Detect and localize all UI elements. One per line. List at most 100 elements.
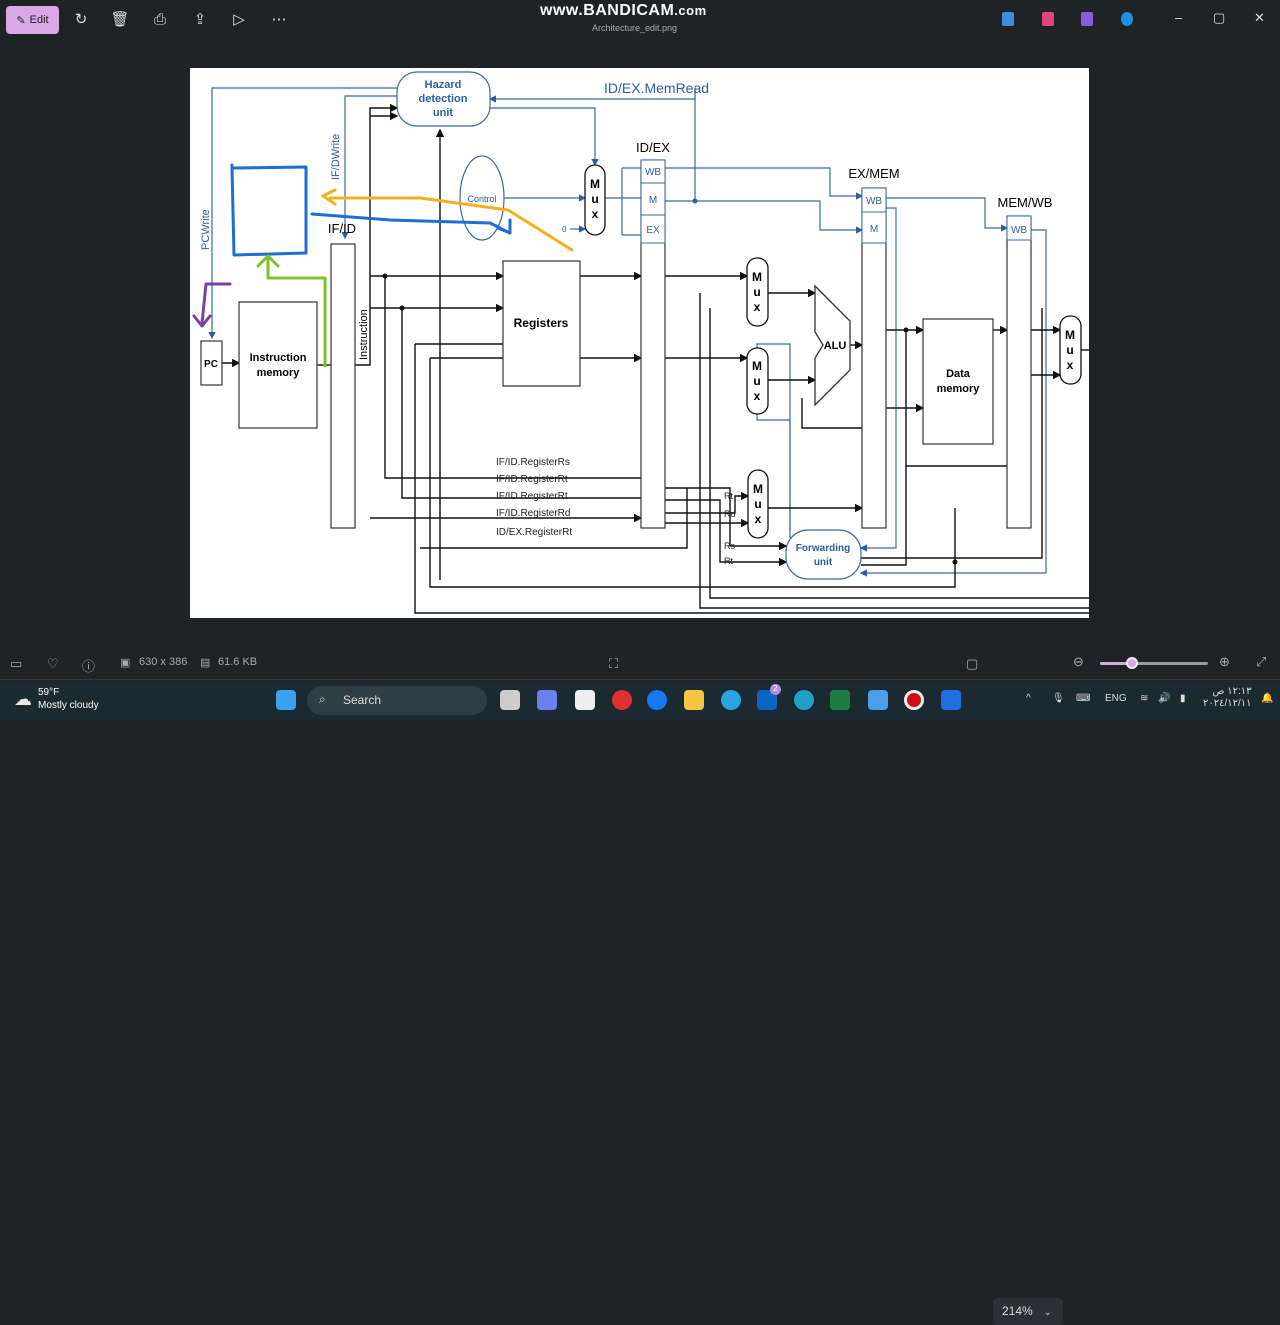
svg-text:M: M (870, 224, 878, 235)
svg-text:WB: WB (645, 167, 661, 178)
start-windows-icon[interactable] (276, 690, 296, 710)
svg-text:Registers: Registers (514, 316, 569, 330)
control-label: Control (467, 194, 496, 204)
app-icon[interactable] (1042, 12, 1054, 26)
edit-icon: ✎ (16, 14, 26, 27)
onedrive-icon[interactable] (1121, 12, 1133, 26)
svg-text:memory: memory (257, 367, 301, 379)
battery-icon[interactable]: ▮ (1180, 693, 1186, 704)
edit-button[interactable]: ✎Edit (6, 6, 59, 34)
svg-text:unit: unit (814, 557, 833, 568)
app-icon[interactable] (1002, 12, 1014, 26)
rt-label: Rt (724, 556, 733, 566)
excel-icon[interactable] (830, 690, 850, 710)
alu: ALU (814, 284, 851, 407)
control-unit (459, 155, 505, 241)
rotate-icon[interactable]: ↻ (74, 11, 88, 28)
svg-text:EX: EX (646, 225, 660, 236)
language-indicator[interactable]: ENG (1105, 693, 1127, 704)
telegram-icon[interactable] (721, 690, 741, 710)
notification-bell-icon[interactable]: 🔔 (1261, 693, 1274, 704)
writeback-mux: M u x (1059, 315, 1082, 385)
svg-text:x: x (1067, 358, 1074, 372)
linkedin-icon[interactable]: 2 (757, 684, 781, 710)
minimize-button[interactable]: – (1175, 10, 1183, 25)
copilot-icon[interactable] (537, 690, 557, 710)
youtube-icon[interactable] (612, 690, 632, 710)
weather-text: Mostly cloudy (38, 700, 99, 711)
app-icon[interactable] (1081, 12, 1093, 26)
regdst-mux: M u x (747, 469, 769, 539)
svg-text:Data: Data (946, 368, 971, 380)
pcwrite-label: PCWrite (200, 209, 212, 250)
facebook-icon[interactable] (647, 690, 667, 710)
svg-text:M: M (590, 177, 600, 191)
favorite-heart-icon[interactable]: ♡ (47, 656, 59, 671)
search-box[interactable]: ⌕Search (307, 686, 487, 715)
zoom-level-dropdown[interactable]: 214% ⌄ (993, 1298, 1063, 1325)
svg-text:EX/MEM: EX/MEM (848, 166, 899, 181)
registers-block: Registers (502, 260, 581, 387)
store-icon[interactable] (575, 690, 595, 710)
app-icon[interactable] (941, 690, 961, 710)
junction-dots (382, 273, 958, 565)
status-bar: ▭ ♡ ⓘ ▣ 630 x 386 ▤ 61.6 KB ⛶ ▢ 214% ⌄ ⊖… (0, 648, 1280, 1325)
edge-icon[interactable] (794, 690, 814, 710)
svg-text:x: x (754, 300, 761, 314)
svg-text:M: M (753, 482, 763, 496)
image-canvas: Hazard detection unit ID/EX.MemRead IF/D… (190, 68, 1089, 618)
volume-icon[interactable]: 🔊 (1158, 693, 1171, 704)
crop-select-icon[interactable]: ⛶ (609, 656, 619, 671)
task-view-icon[interactable] (500, 690, 520, 710)
pc-register: PC (200, 340, 223, 386)
control-mux: M u x (584, 164, 606, 236)
svg-text:PC: PC (204, 359, 218, 370)
show-hidden-icons[interactable]: ^ (1026, 693, 1031, 704)
svg-text:u: u (753, 285, 760, 299)
maximize-button[interactable]: ▢ (1213, 10, 1226, 25)
image-dimensions: 630 x 386 (139, 656, 188, 668)
share-icon[interactable]: ⇪ (193, 11, 207, 28)
alu-mux-a: M u x (746, 257, 769, 327)
mem-wb-register: MEM/WB WB (998, 195, 1052, 529)
rs-label: Rs (724, 541, 735, 551)
svg-text:M: M (752, 359, 762, 373)
blue-box-annotation (230, 163, 308, 257)
hazard-label: unit (433, 107, 453, 119)
print-icon[interactable]: ⎙ (153, 11, 166, 28)
fullscreen-icon[interactable]: ⤢ (1256, 654, 1267, 669)
microphone-icon[interactable]: 🎙 (1052, 693, 1065, 704)
svg-text:x: x (592, 207, 599, 221)
alu-mux-b: M u x (746, 347, 769, 415)
keyboard-icon[interactable]: ⌨ (1076, 693, 1091, 704)
cloud-icon: ☁ (14, 688, 32, 709)
bandicam-record-icon[interactable] (904, 690, 924, 710)
zoom-out-icon[interactable]: ⊖ (1073, 654, 1084, 669)
slideshow-icon[interactable]: ▷ (233, 11, 245, 28)
ex-mem-register: EX/MEM WB M (848, 166, 900, 529)
more-icon[interactable]: ⋯ (271, 11, 287, 28)
close-button[interactable]: ✕ (1254, 10, 1265, 25)
filmstrip-icon[interactable]: ▭ (10, 656, 23, 671)
zoom-slider[interactable] (1100, 657, 1208, 669)
rd-label: Rd (724, 509, 736, 519)
svg-text:u: u (1066, 343, 1073, 357)
app-toolbar: ✎Edit ↻ 🗑 ⎙ ⇪ ▷ ⋯ www.BANDICAM.com Archi… (0, 0, 1280, 40)
delete-icon[interactable]: 🗑 (110, 11, 130, 28)
svg-text:x: x (754, 389, 761, 403)
svg-text:Instruction: Instruction (358, 309, 370, 360)
svg-text:ALU: ALU (824, 340, 847, 352)
wifi-icon[interactable]: ≋ (1140, 693, 1149, 704)
info-icon[interactable]: ⓘ (82, 659, 96, 674)
memread-label: ID/EX.MemRead (604, 80, 709, 96)
pipeline-diagram: Hazard detection unit ID/EX.MemRead IF/D… (192, 71, 1089, 614)
photos-icon[interactable] (868, 690, 888, 710)
file-explorer-icon[interactable] (684, 690, 704, 710)
hazard-label: Hazard (425, 79, 462, 91)
fit-to-window-icon[interactable]: ▢ (966, 656, 979, 671)
zoom-in-icon[interactable]: ⊕ (1219, 654, 1230, 669)
svg-text:WB: WB (1011, 225, 1027, 236)
filesize-icon: ▤ (200, 657, 211, 669)
